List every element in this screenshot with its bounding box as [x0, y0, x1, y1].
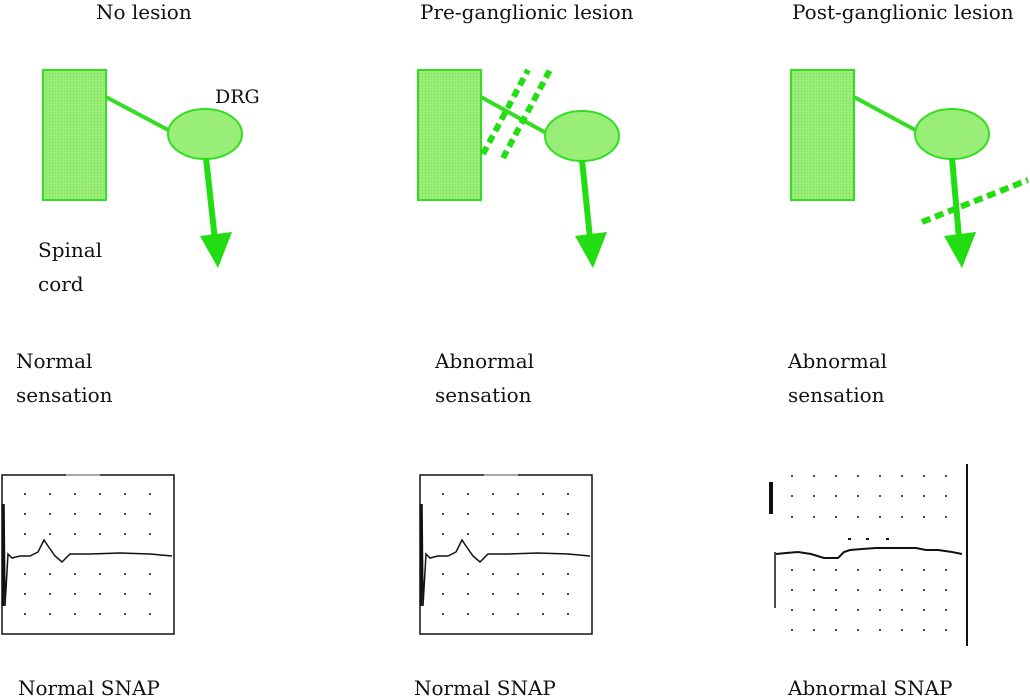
nerve-arrowhead: [944, 232, 976, 268]
column-title: Pre-ganglionic lesion: [420, 0, 634, 24]
drg-ellipse: [914, 108, 990, 160]
column-post-ganglionic: Post-ganglionic lesion Abnormal sensatio…: [686, 0, 1030, 700]
snap-label: Normal SNAP: [18, 676, 160, 700]
sensation-line1: Abnormal: [435, 349, 535, 373]
root-line: [480, 95, 549, 136]
sensation-line2: sensation: [788, 383, 885, 407]
sensation-line2: sensation: [435, 383, 532, 407]
snap-label: Normal SNAP: [414, 676, 556, 700]
root-line: [853, 95, 920, 134]
cord-label-line2: cord: [38, 272, 84, 296]
column-title: Post-ganglionic lesion: [792, 0, 1014, 24]
post-ganglionic-diagram: [790, 69, 1030, 268]
lesion-mark: [920, 177, 1030, 225]
nerve-arrowhead: [200, 232, 232, 268]
cord-label-line1: Spinal: [38, 238, 103, 262]
sensation-line2: sensation: [16, 383, 113, 407]
spinal-cord-shape: [790, 69, 855, 201]
drg-ellipse: [544, 110, 620, 162]
no-lesion-diagram: [42, 69, 243, 268]
snap-label: Abnormal SNAP: [788, 676, 953, 700]
sensation-line1: Abnormal: [788, 349, 888, 373]
snap-trace-abnormal: [769, 464, 968, 646]
lesion-mark-1: [480, 68, 531, 156]
spinal-cord-shape: [417, 69, 482, 201]
sensation-line1: Normal: [16, 349, 93, 373]
nerve-line: [579, 159, 593, 239]
pre-ganglionic-diagram: [417, 66, 620, 268]
nerve-line: [203, 157, 218, 241]
nerve-arrowhead: [575, 232, 607, 268]
snap-trace-normal: [1, 474, 175, 635]
drg-label: DRG: [215, 86, 260, 108]
drg-ellipse: [167, 108, 243, 160]
column-no-lesion: No lesion DRG Spinal cord Normal sensati…: [0, 0, 343, 700]
root-line: [105, 95, 173, 134]
spinal-cord-shape: [42, 69, 107, 201]
snap-trace-normal: [419, 474, 593, 635]
nerve-line: [949, 157, 962, 239]
column-pre-ganglionic: Pre-ganglionic lesion Abnormal sensation: [343, 0, 686, 700]
column-title: No lesion: [96, 0, 192, 24]
lesion-mark-2: [500, 66, 554, 160]
